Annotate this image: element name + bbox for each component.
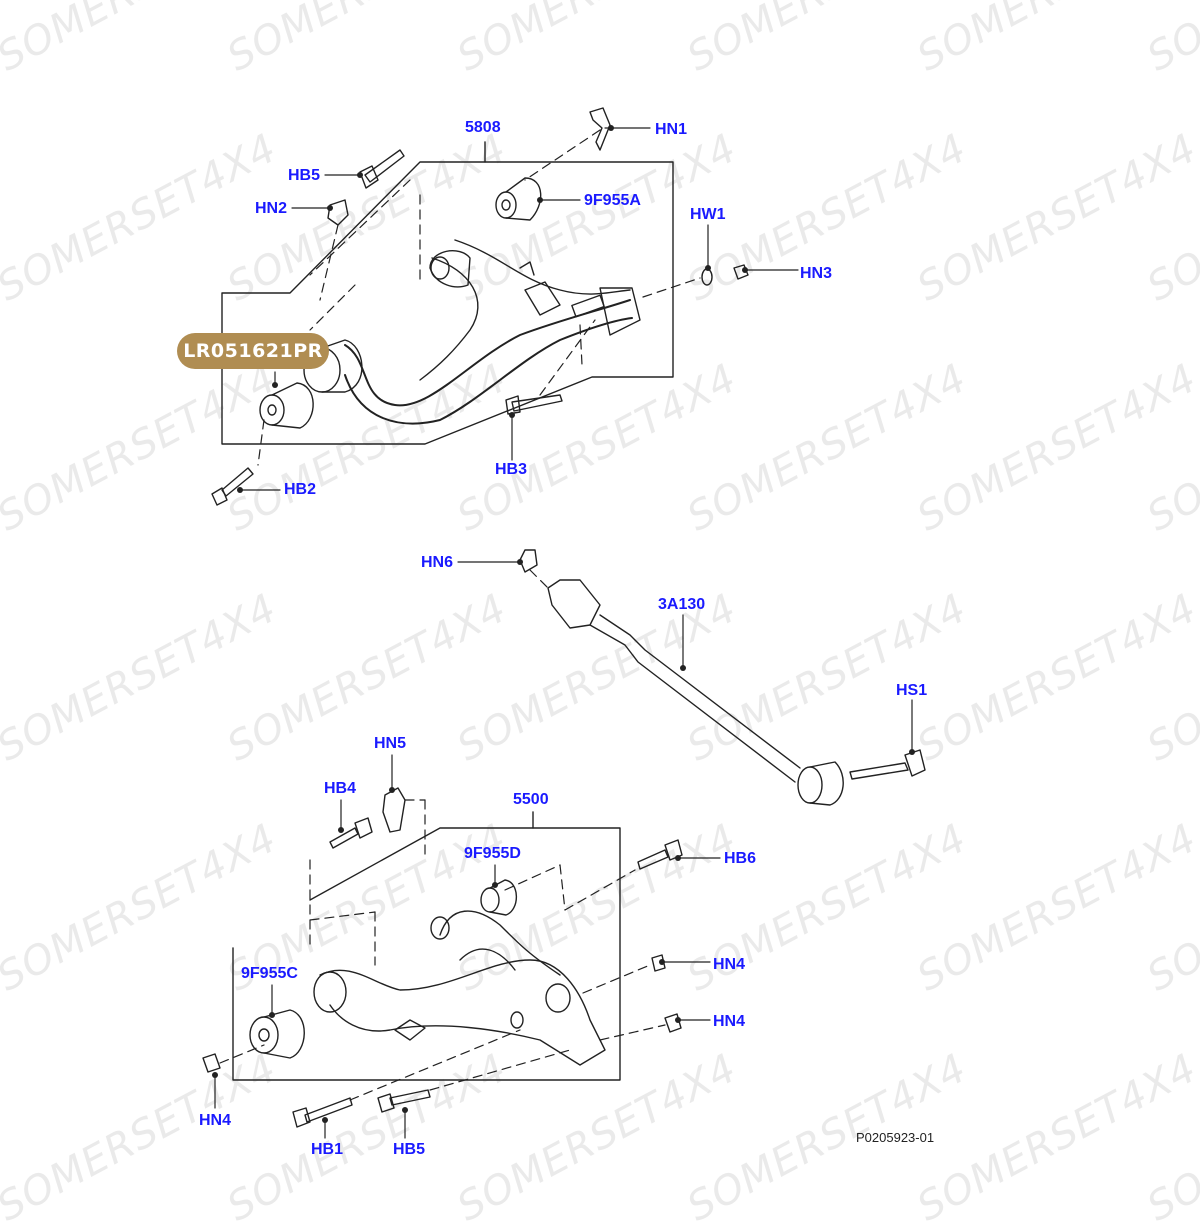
- bushing-lr051621pr: [259, 382, 314, 429]
- bolt-hb6: [637, 839, 683, 870]
- label-hb5-bottom[interactable]: HB5: [393, 1141, 426, 1158]
- lower-control-arm: [313, 910, 606, 1066]
- clip-hn2: [327, 199, 349, 226]
- label-9f955d[interactable]: 9F955D: [464, 845, 521, 862]
- label-hb3[interactable]: HB3: [495, 461, 528, 478]
- clip-hn5: [382, 787, 406, 833]
- bolt-hb5-bottom: [377, 1089, 431, 1113]
- label-hw1[interactable]: HW1: [690, 206, 726, 223]
- bolt-hb4: [329, 817, 373, 849]
- label-5808[interactable]: 5808: [465, 119, 501, 136]
- label-hn4-right-top[interactable]: HN4: [713, 956, 746, 973]
- label-9f955c[interactable]: 9F955C: [241, 965, 298, 982]
- label-hn6[interactable]: HN6: [421, 554, 454, 571]
- tie-rod-3a130: [519, 549, 926, 806]
- bolt-hb3: [505, 394, 563, 415]
- label-hn4-left[interactable]: HN4: [199, 1112, 232, 1129]
- label-hn5[interactable]: HN5: [374, 735, 407, 752]
- upper-control-arm: [303, 239, 641, 425]
- label-hn1[interactable]: HN1: [655, 121, 688, 138]
- bolt-hb2: [211, 467, 254, 506]
- label-3a130[interactable]: 3A130: [658, 596, 706, 613]
- washer-hw1: [701, 268, 713, 286]
- label-hb5-top[interactable]: HB5: [288, 167, 321, 184]
- nut-hn3: [733, 264, 749, 280]
- label-hn4-right-bottom[interactable]: HN4: [713, 1013, 746, 1030]
- label-hb4[interactable]: HB4: [324, 780, 357, 797]
- bushing-9f955c: [249, 1009, 305, 1059]
- label-hn2[interactable]: HN2: [255, 200, 288, 217]
- part-number-badge[interactable]: LR051621PR: [177, 333, 329, 369]
- bushing-9f955d: [480, 879, 518, 916]
- nut-hn4-left: [202, 1053, 221, 1073]
- lower-arm-group-frame: [232, 827, 621, 1081]
- upper-arm-group-frame: [221, 161, 674, 445]
- label-hs1[interactable]: HS1: [896, 682, 928, 699]
- label-5500[interactable]: 5500: [513, 791, 549, 808]
- nut-hn4-right-bottom: [664, 1013, 682, 1033]
- nut-hn4-right-top: [651, 954, 666, 972]
- bolt-hb1: [292, 1097, 353, 1128]
- label-hb2[interactable]: HB2: [284, 481, 317, 498]
- bolt-hb5-top: [359, 149, 405, 189]
- label-hn3[interactable]: HN3: [800, 265, 833, 282]
- bushing-9f955a: [495, 177, 542, 221]
- bracket-hn1: [589, 107, 611, 151]
- label-hb6[interactable]: HB6: [724, 850, 757, 867]
- label-hb1[interactable]: HB1: [311, 1141, 344, 1158]
- exploded-view-drawing: [202, 107, 926, 1139]
- drawing-reference: P0205923-01: [856, 1130, 935, 1145]
- label-9f955a[interactable]: 9F955A: [584, 192, 641, 209]
